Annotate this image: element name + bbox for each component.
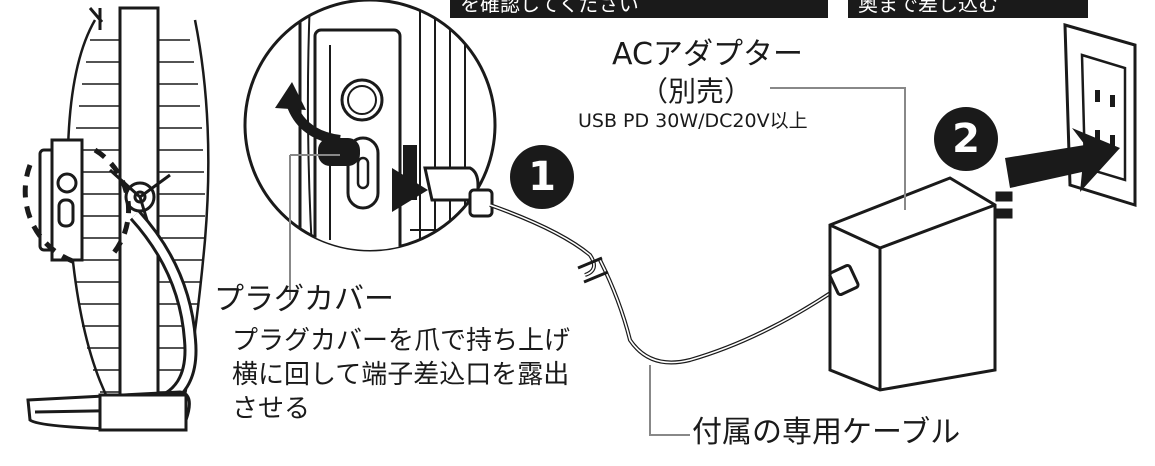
leader-lines — [289, 87, 906, 436]
plug-cover-instruction-3: させる — [232, 394, 311, 424]
banner-left-text: を確認してください — [460, 0, 639, 16]
adapter-title: ACアダプター — [612, 37, 803, 72]
step-2-badge: 2 — [934, 107, 998, 171]
wall-outlet-icon — [1063, 22, 1137, 208]
zoom-detail — [243, 0, 497, 252]
adapter-spec: USB PD 30W/DC20V以上 — [578, 110, 808, 132]
arrow-insert-icon — [1005, 128, 1120, 192]
plug-cover-label: プラグカバー — [214, 282, 394, 317]
plug-cover-instruction-2: 横に回して端子差込口を露出 — [232, 360, 570, 390]
banner-right: 奥まで差し込む — [848, 0, 1088, 18]
cable — [489, 203, 837, 365]
plug-cover-instruction-1: プラグカバーを爪で持ち上げ — [232, 326, 571, 356]
cable-label: 付属の専用ケーブル — [692, 415, 961, 450]
banner-right-text: 奥まで差し込む — [858, 0, 998, 16]
fan-side-view — [26, 6, 210, 432]
adapter-subtitle: （別売） — [640, 75, 753, 108]
ac-adapter-icon — [828, 176, 1013, 392]
step-1-badge: 1 — [510, 145, 574, 209]
banner-left: を確認してください — [450, 0, 828, 18]
